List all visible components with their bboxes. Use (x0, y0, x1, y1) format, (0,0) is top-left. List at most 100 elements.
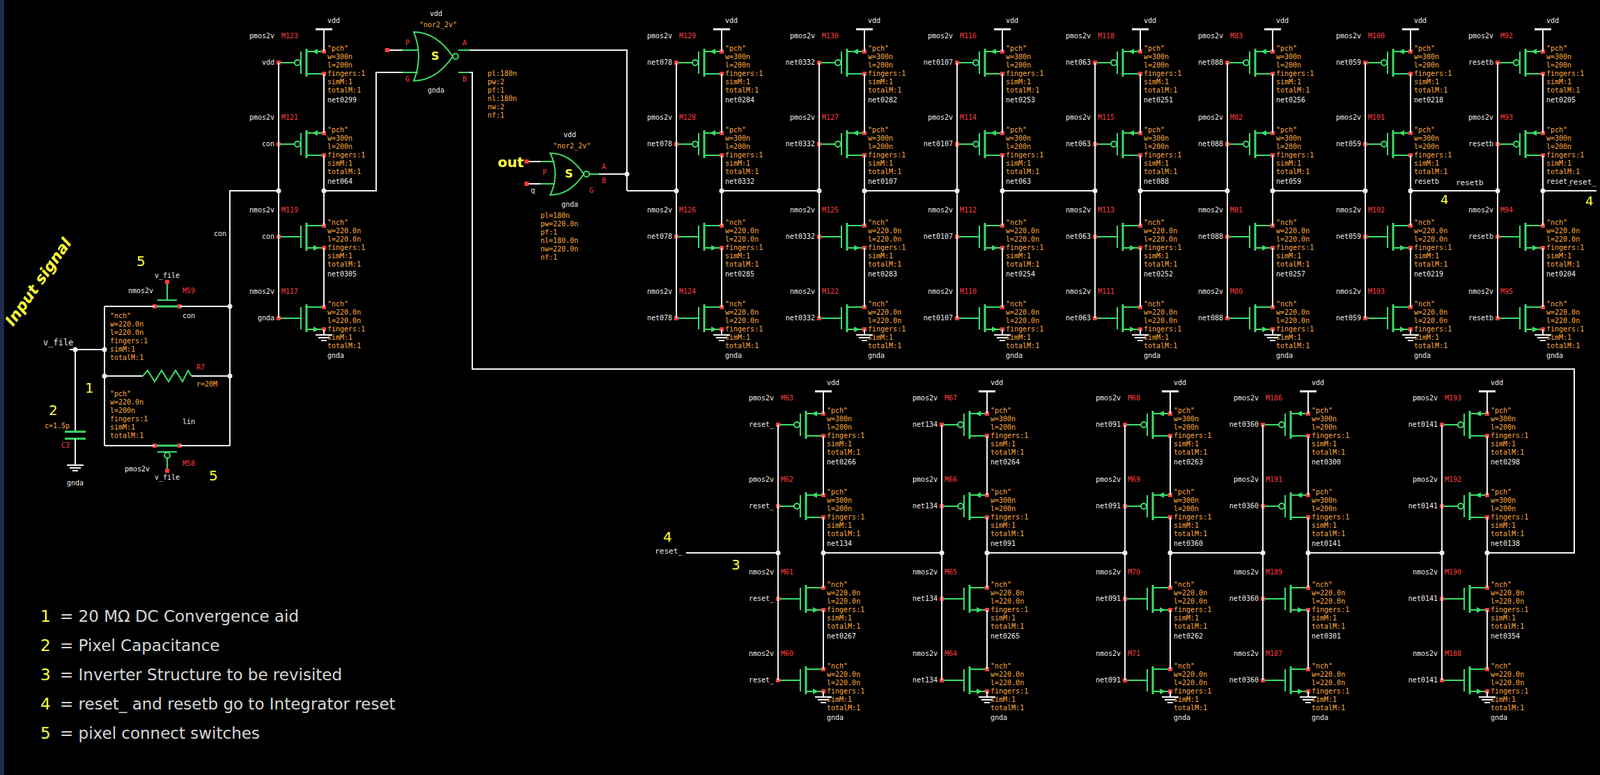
gate-lead (941, 679, 965, 682)
junction-dot (775, 550, 781, 556)
gate-lead (278, 236, 301, 238)
stack-rail (863, 247, 866, 308)
device-parameter: l=200n (327, 61, 353, 70)
device-model: nmos2v (1198, 206, 1224, 215)
gate-lead (941, 505, 958, 508)
net-name: net059 (1276, 177, 1302, 186)
device-parameter: w=220.0n (826, 589, 861, 598)
transistor-arrow (811, 410, 818, 417)
net-name: lin (182, 417, 196, 427)
stack-rail (986, 691, 988, 698)
gate-lead (957, 317, 980, 320)
device-parameter: "pch" (1414, 44, 1435, 53)
gate-lead (1094, 143, 1112, 145)
device-parameter: l=220.0n (1311, 597, 1346, 607)
device-parameter: totalM:1 (1490, 448, 1525, 457)
transistor-arrow (1128, 48, 1135, 55)
stack-rail (1139, 73, 1141, 134)
device-parameter: "nch" (1173, 580, 1195, 590)
inversion-bubble (1243, 59, 1249, 66)
device-parameter: "nch" (1490, 580, 1512, 590)
stack-rail (1307, 610, 1309, 670)
device-parameter: "pch" (1143, 44, 1165, 53)
resistor-value: r=20M (196, 380, 218, 389)
instance-name: M65 (944, 568, 958, 577)
instance-name: M80 (1230, 287, 1243, 297)
device-parameter: simM:1 (327, 159, 353, 168)
device-parameter: l=200n (725, 61, 751, 70)
device-parameter: fingers:1 (110, 415, 148, 424)
device-parameter: "pch" (725, 44, 747, 53)
transistor-lead (1152, 435, 1171, 437)
device-parameter: "nch" (110, 312, 131, 321)
device-parameter: l=200n (327, 142, 353, 152)
gate-net-name: gnda (257, 314, 275, 323)
device-parameter: totalM:1 (1005, 342, 1040, 351)
device-parameter: l=220.0n (826, 679, 861, 688)
junction-dot (674, 188, 680, 194)
net-name: reset_ (1568, 178, 1597, 187)
gate-net-name: net0141 (1408, 420, 1438, 430)
device-parameter: simM:1 (1414, 159, 1440, 168)
stack-rail (1486, 391, 1488, 414)
device-parameter: fingers:1 (1005, 151, 1044, 160)
net-name: con (213, 229, 227, 239)
instance-name: M63 (780, 394, 794, 403)
device-parameter: totalM:1 (1143, 260, 1178, 269)
device-parameter: "pch" (990, 406, 1012, 416)
device-parameter: l=200n (1276, 61, 1302, 70)
net-name: net064 (327, 177, 353, 186)
gate-net-name: resetb (1468, 314, 1494, 323)
device-parameter: totalM:1 (1276, 342, 1310, 351)
device-parameter: totalM:1 (1005, 167, 1040, 177)
device-parameter: totalM:1 (1143, 342, 1178, 351)
transistor-arrow (1158, 410, 1164, 417)
gate-net-name: resetb (1468, 58, 1494, 67)
device-parameter: simM:1 (867, 78, 893, 87)
device-parameter: simM:1 (826, 521, 852, 531)
instance-name: M66 (944, 475, 958, 485)
supply-name: vdd (327, 16, 340, 26)
transistor-channel (1392, 222, 1395, 251)
stack-rail (1307, 691, 1309, 698)
net-name: gnda (867, 351, 885, 361)
ground-symbol (69, 467, 81, 469)
device-parameter: "nch" (826, 662, 848, 671)
device-parameter: simM:1 (725, 252, 751, 261)
device-model: pmos2v (927, 32, 953, 41)
pin-name: A (601, 162, 607, 172)
instance-name: M112 (959, 206, 977, 215)
device-parameter: w=300n (1276, 134, 1302, 143)
device-parameter: "pch" (867, 126, 889, 135)
device-parameter: totalM:1 (990, 530, 1024, 539)
device-model: pmos2v (647, 32, 673, 41)
instance-name: M188 (1444, 649, 1462, 659)
transistor-channel (1254, 130, 1257, 159)
device-parameter: fingers:1 (867, 69, 906, 79)
device-parameter: simM:1 (990, 695, 1016, 705)
net-name: net0284 (725, 96, 755, 105)
instance-name: M102 (1368, 206, 1385, 215)
gate-net-name: net0107 (923, 314, 953, 323)
device-parameter: simM:1 (1143, 159, 1169, 168)
device-parameter: simM:1 (1005, 78, 1031, 87)
device-parameter: w=220.0n (1143, 308, 1178, 317)
wire (626, 190, 677, 192)
instance-name: M189 (1265, 568, 1283, 577)
note-number: 1 (40, 607, 51, 626)
instance-name: M191 (1265, 475, 1283, 485)
device-parameter: totalM:1 (1414, 167, 1448, 177)
net-name: gnda (1490, 713, 1508, 723)
wire (74, 349, 76, 432)
gate-lead (819, 143, 836, 145)
net-name: net0251 (1143, 96, 1174, 105)
stack-rail (1001, 247, 1004, 308)
instance-name: M81 (1230, 206, 1243, 215)
inversion-bubble (1513, 141, 1520, 147)
transistor-arrow (1476, 607, 1483, 613)
gate-lead (778, 424, 795, 426)
net-name: gnda (327, 351, 345, 361)
device-parameter: simM:1 (1311, 521, 1337, 531)
pin-name: G (405, 75, 410, 84)
gate-lead (1094, 317, 1118, 320)
